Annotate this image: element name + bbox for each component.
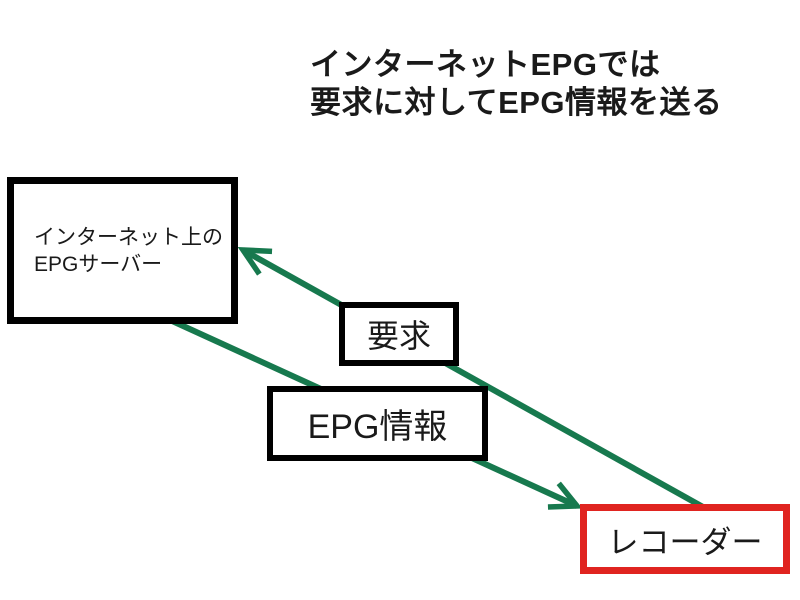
recorder-label: レコーダー (607, 524, 763, 560)
server-box: インターネット上の EPGサーバー (7, 177, 238, 324)
server-box-label-line2: EPGサーバー (34, 252, 163, 276)
request-arrow (237, 247, 705, 510)
epg-info-label: EPG情報 (307, 408, 448, 446)
server-box-label-line1: インターネット上の (34, 225, 223, 249)
request-label-box: 要求 (339, 302, 459, 366)
recorder-box: レコーダー (580, 504, 790, 574)
epg-info-label-box: EPG情報 (267, 386, 488, 461)
title-line-2: 要求に対してEPG情報を送る (310, 85, 723, 120)
server-box-label: インターネット上の EPGサーバー (34, 224, 223, 278)
title-line-1: インターネットEPGでは (310, 47, 661, 82)
diagram-title: インターネットEPGでは 要求に対してEPG情報を送る (310, 46, 723, 122)
request-label: 要求 (366, 318, 431, 354)
